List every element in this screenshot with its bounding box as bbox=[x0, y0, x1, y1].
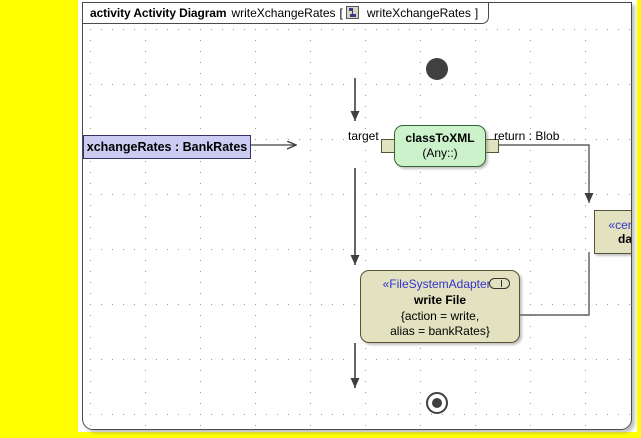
final-node[interactable] bbox=[426, 392, 448, 414]
frame-bracket-close: ] bbox=[474, 5, 479, 20]
object-node-bankrates-label: xchangeRates : BankRates bbox=[86, 139, 248, 154]
centralbuffer-stereotype: «centralBuffer» bbox=[608, 217, 631, 232]
selection-strip-left bbox=[0, 0, 78, 438]
writefile-name: write File bbox=[413, 292, 466, 307]
frame-name: writeXchangeRates bbox=[231, 5, 336, 20]
action-classtoxml-name: classToXML bbox=[405, 131, 475, 145]
call-behavior-icon bbox=[489, 278, 510, 289]
writefile-prop-line1: {action = write, bbox=[400, 308, 480, 323]
frame-keyword: activity Activity Diagram bbox=[90, 5, 227, 20]
writefile-prop-line2: alias = bankRates} bbox=[390, 323, 490, 338]
selection-strip-right bbox=[637, 0, 641, 438]
frame-ref-name: writeXchangeRates bbox=[366, 5, 471, 20]
object-node-bankrates[interactable]: xchangeRates : BankRates bbox=[83, 135, 251, 159]
activity-frame[interactable]: activity Activity Diagram writeXchangeRa… bbox=[82, 2, 632, 430]
object-node-centralbuffer[interactable]: «centralBuffer» data : Blob bbox=[594, 210, 632, 254]
frame-bracket-open: [ bbox=[339, 5, 343, 20]
activity-diagram-icon bbox=[345, 6, 359, 19]
action-classtoxml-subtitle: (Any::) bbox=[422, 146, 458, 160]
frame-header-tab[interactable]: activity Activity Diagram writeXchangeRa… bbox=[83, 3, 490, 24]
input-pin-target[interactable] bbox=[381, 139, 395, 153]
grid-dots-horizontal bbox=[83, 25, 631, 429]
edge-label-target: target bbox=[348, 129, 379, 143]
centralbuffer-label: data : Blob bbox=[618, 231, 632, 246]
edges-layer bbox=[169, 78, 594, 388]
initial-node[interactable] bbox=[426, 58, 448, 80]
action-writefile[interactable]: «FileSystemAdapter» write File {action =… bbox=[360, 270, 520, 343]
action-classtoxml[interactable]: classToXML (Any::) bbox=[394, 125, 486, 167]
edge-label-return: return : Blob bbox=[494, 129, 560, 143]
grid-dots-vertical bbox=[83, 25, 631, 429]
selection-strip-bottom bbox=[0, 432, 641, 438]
writefile-stereotype: «FileSystemAdapter» bbox=[382, 276, 498, 291]
